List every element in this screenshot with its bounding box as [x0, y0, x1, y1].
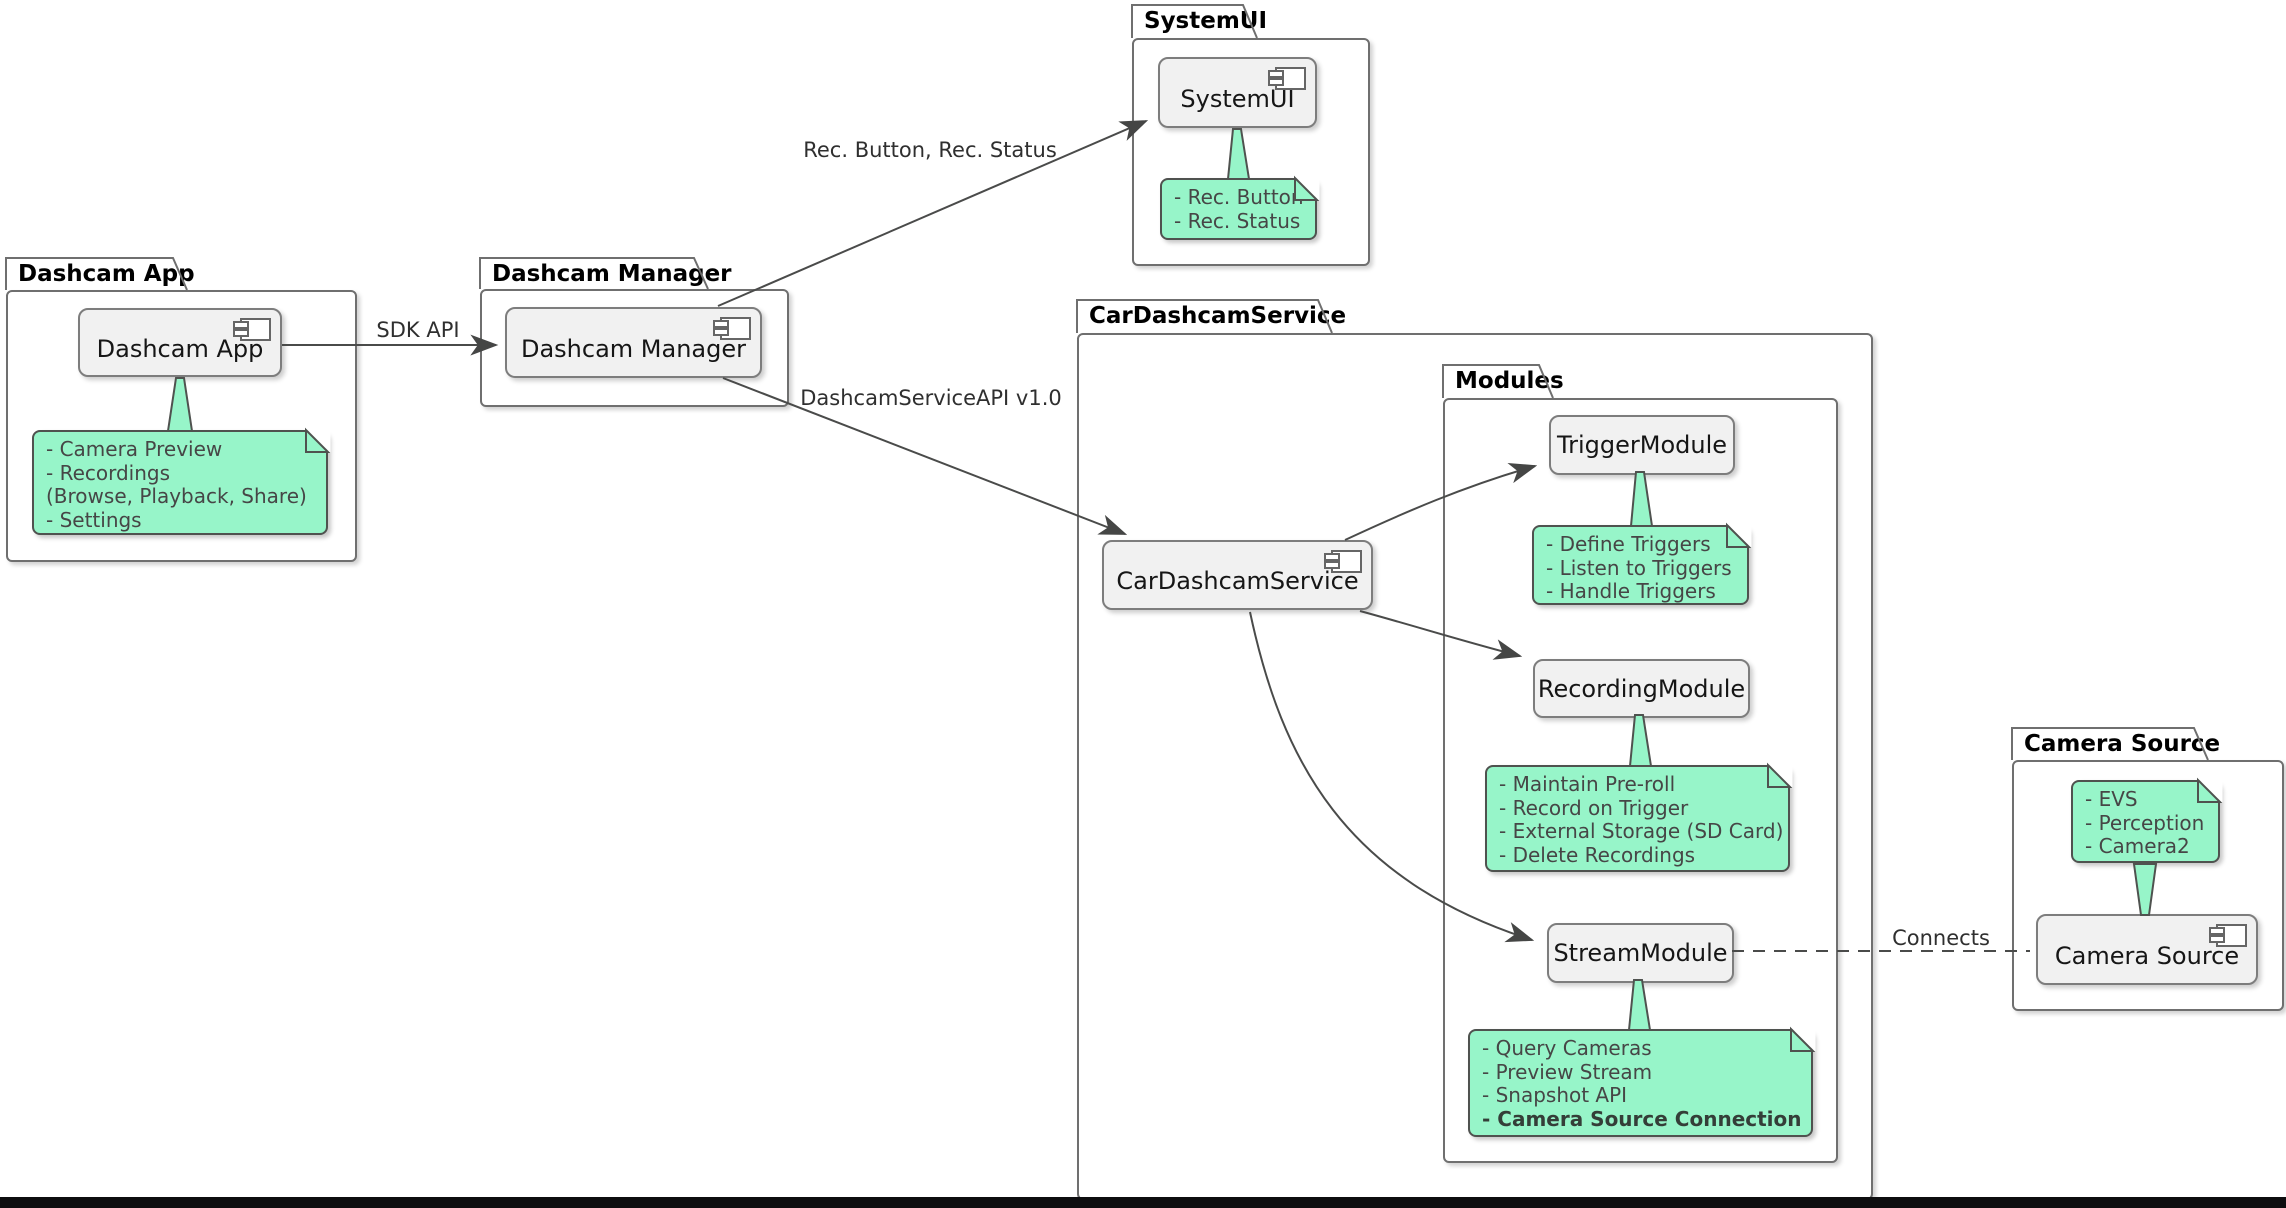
note-line: - Rec. Button: [1174, 185, 1304, 209]
component-car-dashcam-service: CarDashcamService: [1102, 540, 1373, 610]
note-line: - Maintain Pre-roll: [1499, 772, 1676, 796]
package-title-systemui: SystemUI: [1144, 8, 1268, 34]
package-title-dashcam-manager: Dashcam Manager: [492, 261, 732, 287]
package-title-camera-source: Camera Source: [2024, 731, 2221, 757]
package-title-dashcam-app: Dashcam App: [18, 261, 195, 287]
component-icon: [1324, 550, 1362, 573]
note-line: - Perception: [2085, 810, 2205, 835]
note-line: - Listen to Triggers: [1546, 555, 1732, 580]
component-recording-module: RecordingModule: [1533, 659, 1750, 718]
note-line: - Rec. Status: [1174, 208, 1301, 233]
component-label: StreamModule: [1553, 939, 1728, 967]
note-line: (Browse, Playback, Share): [46, 484, 307, 508]
component-label: Dashcam App: [96, 334, 264, 363]
package-title-modules: Modules: [1455, 368, 1564, 394]
note-line: - Record on Trigger: [1499, 795, 1689, 820]
component-label: Dashcam Manager: [520, 334, 746, 363]
note-line: - EVS: [2085, 787, 2138, 811]
component-trigger-module: TriggerModule: [1549, 415, 1735, 475]
note-line: - Define Triggers: [1546, 532, 1711, 556]
component-systemui: SystemUI: [1158, 57, 1317, 128]
note-line: - Preview Stream: [1482, 1059, 1653, 1084]
component-icon: [2209, 924, 2247, 947]
package-title-car-dashcam-service: CarDashcamService: [1089, 303, 1347, 329]
edge-label-sdk-api: SDK API: [376, 318, 460, 342]
component-label: RecordingModule: [1537, 674, 1746, 703]
note-systemui: - Rec. Button - Rec. Status: [1160, 178, 1317, 240]
note-dashcam-app: - Camera Preview - Recordings (Browse, P…: [32, 430, 328, 535]
component-label: TriggerModule: [1556, 431, 1728, 459]
edge-label-rec-button-status: Rec. Button, Rec. Status: [803, 138, 1057, 162]
note-line: - Snapshot API: [1482, 1083, 1628, 1107]
note-line: - Handle Triggers: [1546, 579, 1716, 603]
note-line: - Camera2: [2085, 834, 2190, 858]
note-camera-source: - EVS - Perception - Camera2: [2071, 780, 2220, 863]
edge-label-dashcam-service-api: DashcamServiceAPI v1.0: [800, 386, 1062, 410]
component-camera-source: Camera Source: [2036, 914, 2258, 985]
note-line: - Settings: [46, 507, 142, 532]
component-icon: [233, 318, 271, 341]
component-stream-module: StreamModule: [1547, 923, 1734, 983]
bottom-bar: [0, 1197, 2286, 1208]
note-line: - Query Cameras: [1482, 1036, 1652, 1060]
note-line: - Recordings: [46, 460, 171, 485]
note-recording-module: - Maintain Pre-roll - Record on Trigger …: [1485, 765, 1790, 872]
note-line-bold: - Camera Source Connection: [1482, 1106, 1802, 1131]
edge-label-connects: Connects: [1892, 926, 1990, 950]
component-icon: [713, 317, 751, 340]
component-label: Camera Source: [2054, 941, 2240, 970]
component-dashcam-app: Dashcam App: [78, 308, 282, 377]
note-line: - Camera Preview: [46, 437, 223, 461]
component-icon: [1268, 67, 1306, 90]
component-label: CarDashcamService: [1116, 567, 1359, 595]
note-stream-module: - Query Cameras - Preview Stream - Snaps…: [1468, 1029, 1813, 1137]
component-dashcam-manager: Dashcam Manager: [505, 307, 762, 378]
note-trigger-module: - Define Triggers - Listen to Triggers -…: [1532, 525, 1749, 605]
note-line: - Delete Recordings: [1499, 842, 1696, 867]
note-line: - External Storage (SD Card): [1499, 819, 1784, 843]
